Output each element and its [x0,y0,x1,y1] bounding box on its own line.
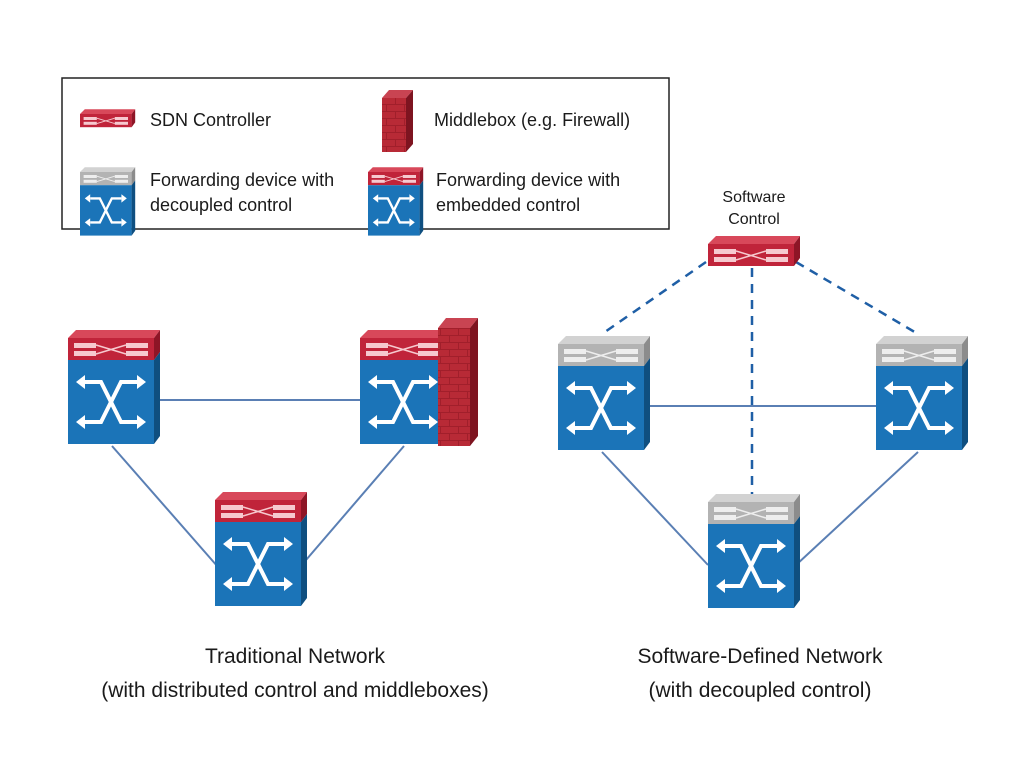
sdn-controller [707,235,801,267]
control-link-left [601,260,707,336]
trad-switch-left [67,329,161,444]
traditional-caption-line2: (with distributed control and middleboxe… [101,679,489,702]
forwarding-embedded-legend-icon [367,166,424,235]
firewall-middlebox [438,318,478,446]
sdn-caption-line2: (with decoupled control) [649,679,872,702]
sdn-controller-legend-icon [79,108,136,128]
controller-label-line2: Control [728,211,780,228]
legend-fwd-embedded-line1: Forwarding device with [436,170,620,190]
control-link-right [795,260,919,336]
forwarding-decoupled-legend-icon [79,166,136,235]
sdn-switch-right [875,335,969,450]
middlebox-legend-icon [382,90,413,152]
link-left-bottom [111,445,219,568]
legend-middlebox-label: Middlebox (e.g. Firewall) [434,110,630,130]
sdn-switch-left [557,335,651,450]
sdn-link-left-bottom [601,451,709,566]
legend-box [61,77,670,230]
controller-label-line1: Software [722,189,785,206]
legend-fwd-decoupled-line2: decoupled control [150,195,292,215]
trad-switch-bottom [214,491,308,606]
legend-fwd-embedded-line2: embedded control [436,195,580,215]
traditional-caption-line1: Traditional Network [205,645,386,668]
sdn-switch-bottom [707,493,801,608]
traditional-network: Traditional Network (with distributed co… [67,318,489,702]
software-defined-network: Software Control Software-Defined Networ… [557,189,969,702]
link-right-bottom [299,445,405,568]
sdn-link-right-bottom [795,451,919,566]
legend-fwd-decoupled-line1: Forwarding device with [150,170,334,190]
legend: SDN Controller Middlebox (e.g. Firewall)… [61,77,670,236]
sdn-caption-line1: Software-Defined Network [637,645,883,668]
legend-sdn-controller-label: SDN Controller [150,110,271,130]
